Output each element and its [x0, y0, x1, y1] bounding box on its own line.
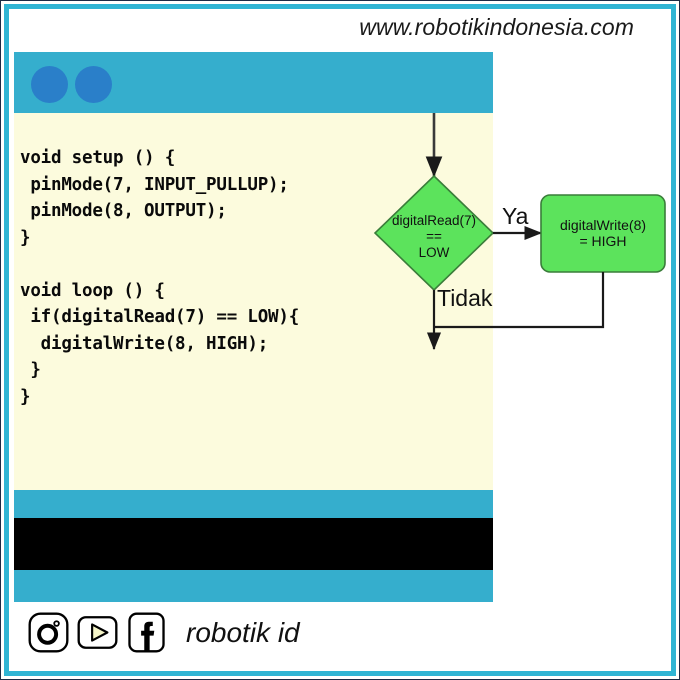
facebook-icon[interactable] [125, 611, 168, 654]
process-label: digitalWrite(8) = HIGH [559, 217, 647, 249]
youtube-icon[interactable] [76, 611, 119, 654]
panel-header-bar [14, 52, 493, 113]
website-url: www.robotikindonesia.com [359, 14, 634, 40]
social-links-row: robotik id [27, 611, 300, 654]
footer-bar-top [14, 490, 493, 518]
decision-label: digitalRead(7) == LOW [391, 213, 477, 260]
instagram-icon[interactable] [27, 611, 70, 654]
code-area: void setup () { pinMode(7, INPUT_PULLUP)… [14, 113, 493, 490]
edge-label-yes: Ya [502, 203, 529, 229]
edge-label-no: Tidak [437, 285, 493, 311]
arduino-code-block: void setup () { pinMode(7, INPUT_PULLUP)… [20, 148, 300, 407]
footer-bar-black [14, 518, 493, 570]
header-dot-left-icon [31, 66, 68, 103]
footer-bar-bottom [14, 570, 493, 602]
content-panel: void setup () { pinMode(7, INPUT_PULLUP)… [14, 52, 493, 602]
header-dot-right-icon [75, 66, 112, 103]
social-handle-text: robotik id [186, 616, 300, 648]
